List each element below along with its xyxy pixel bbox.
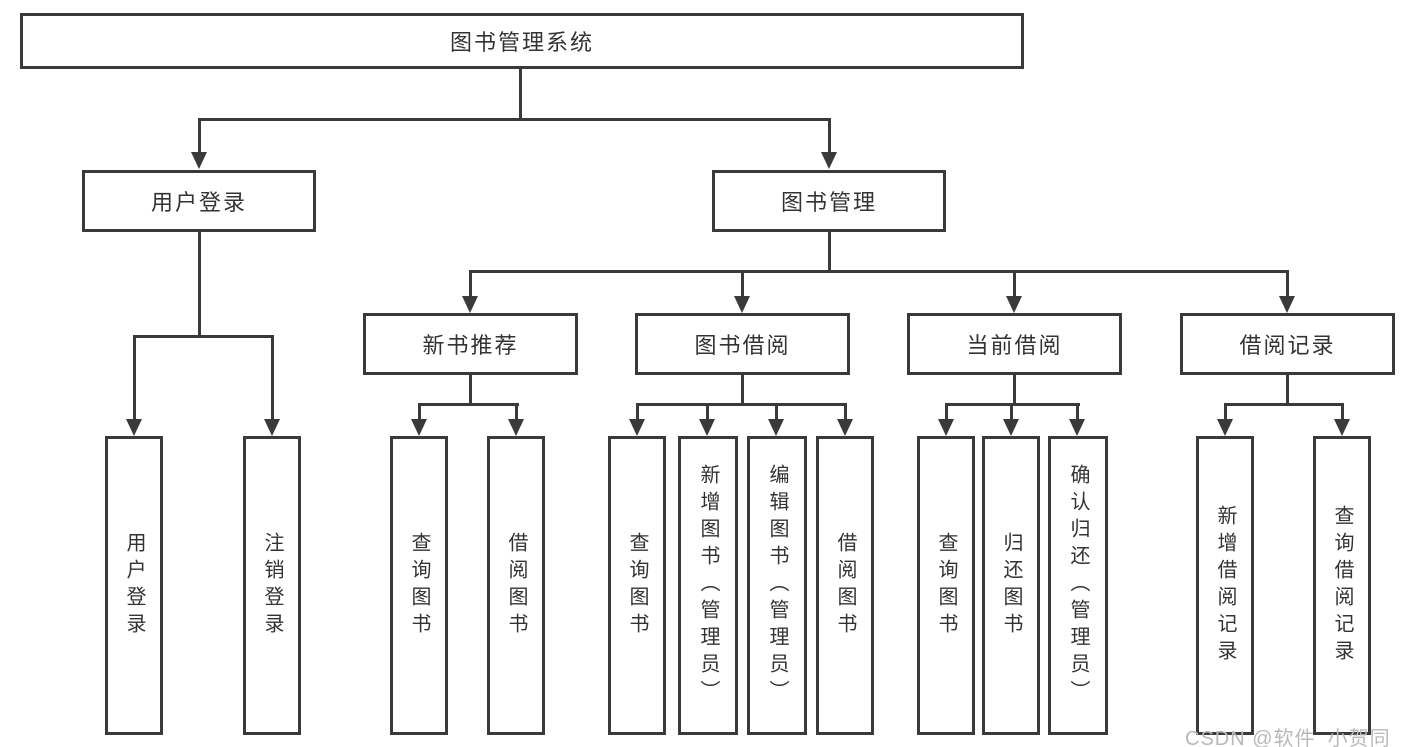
node-book-borrow-label: 图书借阅 (694, 333, 791, 358)
connector-borrow-record-split (1224, 403, 1344, 406)
leaf-newbook-query-books: 查询图书 (390, 436, 448, 735)
connector-stub-bb-add (706, 403, 709, 423)
leaf-borrow-borrow-books-label: 借阅图书 (834, 531, 856, 640)
connector-stub-bb-query (636, 403, 639, 423)
leaf-current-confirm-return-admin-label: 确认归还（管理员） (1067, 464, 1089, 707)
arrowhead-leaf-login (126, 419, 142, 436)
connector-stub-current-borrow (1013, 270, 1016, 299)
leaf-borrow-add-books-admin-label: 新增图书（管理员） (697, 464, 719, 707)
leaf-current-return-books: 归还图书 (982, 436, 1040, 735)
connector-book-borrow-stem (741, 375, 744, 406)
connector-stub-bb-edit (775, 403, 778, 423)
leaf-record-add: 新增借阅记录 (1196, 436, 1254, 735)
leaf-user-login: 用户登录 (105, 436, 163, 735)
leaf-current-query-books: 查询图书 (917, 436, 975, 735)
arrowhead-nb-borrow (508, 419, 524, 436)
node-user-login: 用户登录 (82, 170, 316, 232)
connector-stub-nb-borrow (515, 403, 518, 423)
leaf-user-login-label: 用户登录 (123, 531, 145, 640)
connector-stub-nb-query (418, 403, 421, 423)
arrowhead-br-query (1334, 419, 1350, 436)
connector-level3-split (469, 270, 1289, 273)
connector-borrow-record-stem (1286, 375, 1289, 406)
arrowhead-bb-query (629, 419, 645, 436)
leaf-newbook-query-books-label: 查询图书 (408, 531, 430, 640)
connector-stub-leaf-logout (271, 335, 274, 423)
leaf-logout: 注销登录 (243, 436, 301, 735)
arrowhead-nb-query (411, 419, 427, 436)
connector-book-borrow-split (636, 403, 847, 406)
leaf-borrow-query-books-label: 查询图书 (626, 531, 648, 640)
leaf-current-query-books-label: 查询图书 (935, 531, 957, 640)
connector-stub-new-book (469, 270, 472, 299)
connector-stub-cb-confirm (1076, 403, 1079, 423)
leaf-borrow-edit-books-admin: 编辑图书（管理员） (747, 436, 807, 735)
arrowhead-bb-edit (768, 419, 784, 436)
leaf-current-return-books-label: 归还图书 (1000, 531, 1022, 640)
arrowhead-user-login (191, 152, 207, 169)
connector-user-login-split (133, 335, 274, 338)
leaf-record-query: 查询借阅记录 (1313, 436, 1371, 735)
leaf-borrow-borrow-books: 借阅图书 (816, 436, 874, 735)
connector-new-book-split (418, 403, 519, 406)
node-book-borrow: 图书借阅 (635, 313, 850, 375)
node-current-borrow: 当前借阅 (907, 313, 1122, 375)
connector-stub-leaf-login (133, 335, 136, 423)
node-root-label: 图书管理系统 (449, 30, 594, 55)
arrowhead-cb-return (1003, 419, 1019, 436)
arrowhead-cb-query (938, 419, 954, 436)
connector-new-book-stem (469, 375, 472, 406)
connector-stub-user-login (198, 118, 201, 156)
leaf-logout-label: 注销登录 (261, 531, 283, 640)
leaf-record-add-label: 新增借阅记录 (1214, 504, 1236, 667)
node-new-book-label: 新书推荐 (422, 333, 519, 358)
leaf-borrow-edit-books-admin-label: 编辑图书（管理员） (766, 464, 788, 707)
connector-stub-br-query (1341, 403, 1344, 423)
node-new-book-recommend: 新书推荐 (363, 313, 578, 375)
leaf-borrow-query-books: 查询图书 (608, 436, 666, 735)
arrowhead-current-borrow (1006, 296, 1022, 313)
connector-user-login-stem (198, 232, 201, 338)
connector-book-mgmt-stem (828, 232, 831, 273)
connector-current-borrow-stem (1013, 375, 1016, 406)
leaf-newbook-borrow-books-label: 借阅图书 (505, 531, 527, 640)
arrowhead-br-add (1217, 419, 1233, 436)
leaf-borrow-add-books-admin: 新增图书（管理员） (678, 436, 738, 735)
connector-stub-borrow-record (1286, 270, 1289, 299)
arrowhead-borrow-record (1279, 296, 1295, 313)
arrowhead-bb-add (699, 419, 715, 436)
node-current-borrow-label: 当前借阅 (966, 333, 1063, 358)
connector-stub-book-mgmt (828, 118, 831, 156)
leaf-record-query-label: 查询借阅记录 (1331, 504, 1353, 667)
connector-level1-split (198, 118, 831, 121)
arrowhead-book-borrow (734, 296, 750, 313)
csdn-watermark: CSDN @软件_小贺同学 (1185, 728, 1391, 747)
arrowhead-new-book (462, 296, 478, 313)
connector-stub-cb-return (1010, 403, 1013, 423)
node-user-login-label: 用户登录 (150, 190, 247, 215)
connector-root-stem (519, 69, 522, 120)
node-book-mgmt-label: 图书管理 (780, 190, 877, 215)
node-borrow-records-label: 借阅记录 (1239, 333, 1336, 358)
connector-stub-br-add (1224, 403, 1227, 423)
node-root: 图书管理系统 (20, 13, 1024, 69)
arrowhead-bb-borrow (837, 419, 853, 436)
leaf-newbook-borrow-books: 借阅图书 (487, 436, 545, 735)
arrowhead-cb-confirm (1069, 419, 1085, 436)
connector-stub-book-borrow (741, 270, 744, 299)
node-borrow-records: 借阅记录 (1180, 313, 1395, 375)
arrowhead-book-mgmt (821, 152, 837, 169)
node-book-mgmt: 图书管理 (712, 170, 946, 232)
arrowhead-leaf-logout (264, 419, 280, 436)
connector-stub-bb-borrow (844, 403, 847, 423)
leaf-current-confirm-return-admin: 确认归还（管理员） (1048, 436, 1108, 735)
connector-stub-cb-query (945, 403, 948, 423)
